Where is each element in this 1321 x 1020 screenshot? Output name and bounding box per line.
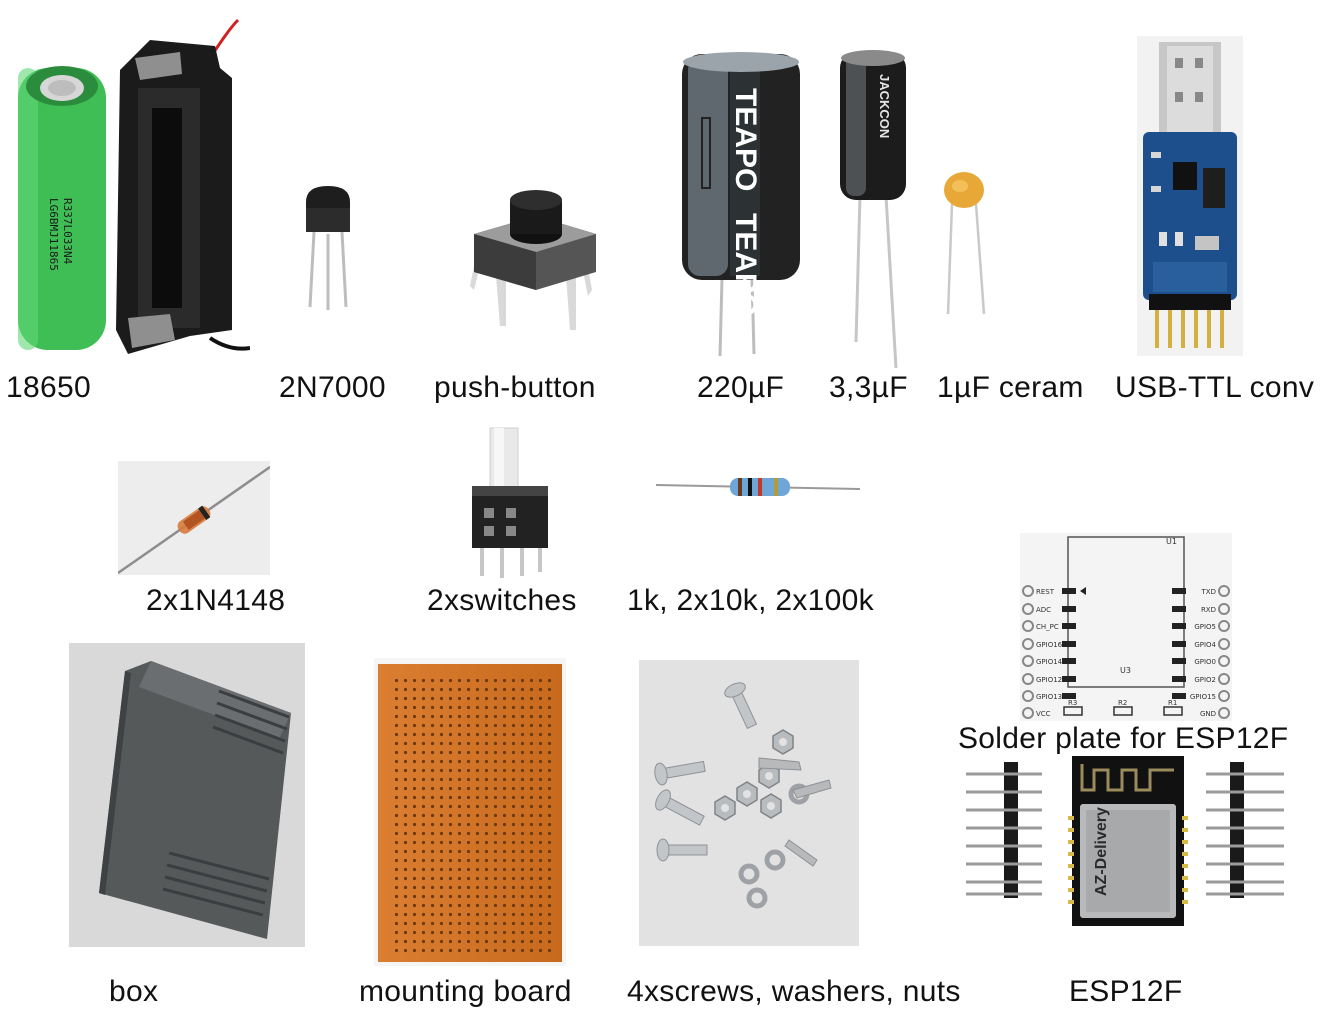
plate-right-pin-5: GPIO2 xyxy=(1194,676,1216,684)
screws-label: 4xscrews, washers, nuts xyxy=(627,975,961,1008)
solder-plate-label: Solder plate for ESP12F xyxy=(958,722,1289,755)
battery-print-1: LG6BMJ11865 xyxy=(47,198,60,271)
battery-18650-image: LG6BMJ11865 R337L033N4 xyxy=(10,18,250,358)
capacitor-ceramic-label: 1µF ceram xyxy=(937,371,1084,404)
capacitor-ceramic-image xyxy=(936,168,996,318)
battery-label: 18650 xyxy=(6,371,91,404)
plate-right-pin-2: GPIO5 xyxy=(1194,623,1216,631)
plate-r3-text: R3 xyxy=(1068,699,1077,707)
resistor-image xyxy=(656,466,860,506)
push-button-image xyxy=(466,186,606,332)
esp-brand-text: AZ-Delivery xyxy=(1093,807,1110,896)
plate-right-pin-1: RXD xyxy=(1201,606,1216,614)
switch-image xyxy=(468,424,552,578)
switches-label: 2xswitches xyxy=(427,584,577,617)
push-button-label: push-button xyxy=(434,371,596,404)
capacitor-220uf-image: TEAPO TEAPO xyxy=(678,48,804,358)
usb-ttl-label: USB-TTL conv xyxy=(1115,371,1315,404)
capacitor-220uf-label: 220µF xyxy=(697,371,785,404)
enclosure-box-image xyxy=(69,643,305,947)
diode-1n4148-image xyxy=(118,461,270,575)
capacitor-3-3uf-label: 3,3µF xyxy=(829,371,908,404)
plate-left-pin-0: REST xyxy=(1036,588,1055,596)
diode-label: 2x1N4148 xyxy=(146,584,286,617)
transistor-label: 2N7000 xyxy=(279,371,386,404)
battery-print-2: R337L033N4 xyxy=(61,198,74,265)
plate-u1-text: U1 xyxy=(1166,537,1177,546)
plate-left-pin-7: VCC xyxy=(1036,710,1051,718)
usb-ttl-converter-image xyxy=(1137,36,1243,356)
plate-r2-text: R2 xyxy=(1118,699,1127,707)
resistors-label: 1k, 2x10k, 2x100k xyxy=(627,584,874,617)
plate-right-pin-3: GPIO4 xyxy=(1194,641,1216,649)
transistor-2n7000-image xyxy=(300,182,370,312)
plate-left-pin-5: GPIO12 xyxy=(1036,676,1062,684)
box-label: box xyxy=(109,975,159,1008)
plate-left-pin-3: GPIO16 xyxy=(1036,641,1063,649)
capacitor-3-3uf-image: JACKCON xyxy=(838,46,910,372)
plate-right-pin-7: GND xyxy=(1200,710,1216,718)
plate-r1-text: R1 xyxy=(1168,699,1177,707)
plate-left-pin-6: GPIO13 xyxy=(1036,693,1062,701)
esp12f-image: AZ-Delivery xyxy=(962,756,1290,926)
mounting-board-label: mounting board xyxy=(359,975,572,1008)
plate-left-pin-1: ADC xyxy=(1036,606,1051,614)
capacitor-3-3-print: JACKCON xyxy=(877,74,892,138)
plate-left-pin-4: GPIO14 xyxy=(1036,658,1063,666)
esp12f-label: ESP12F xyxy=(1069,975,1183,1008)
mounting-board-image xyxy=(374,658,566,966)
plate-right-pin-6: GPIO15 xyxy=(1190,693,1216,701)
esp-solder-plate-image: U1 U3 REST ADC CH_PC GPIO16 GPIO14 GPIO1… xyxy=(1020,533,1232,721)
plate-u3-text: U3 xyxy=(1120,666,1131,675)
plate-left-pin-2: CH_PC xyxy=(1036,623,1059,631)
capacitor-220-print: TEAPO xyxy=(729,88,762,191)
plate-right-pin-4: GPIO0 xyxy=(1194,658,1216,666)
screws-washers-nuts-image xyxy=(639,660,859,946)
plate-right-pin-0: TXD xyxy=(1201,588,1216,596)
capacitor-220-print-2: TEAPO xyxy=(729,213,762,316)
